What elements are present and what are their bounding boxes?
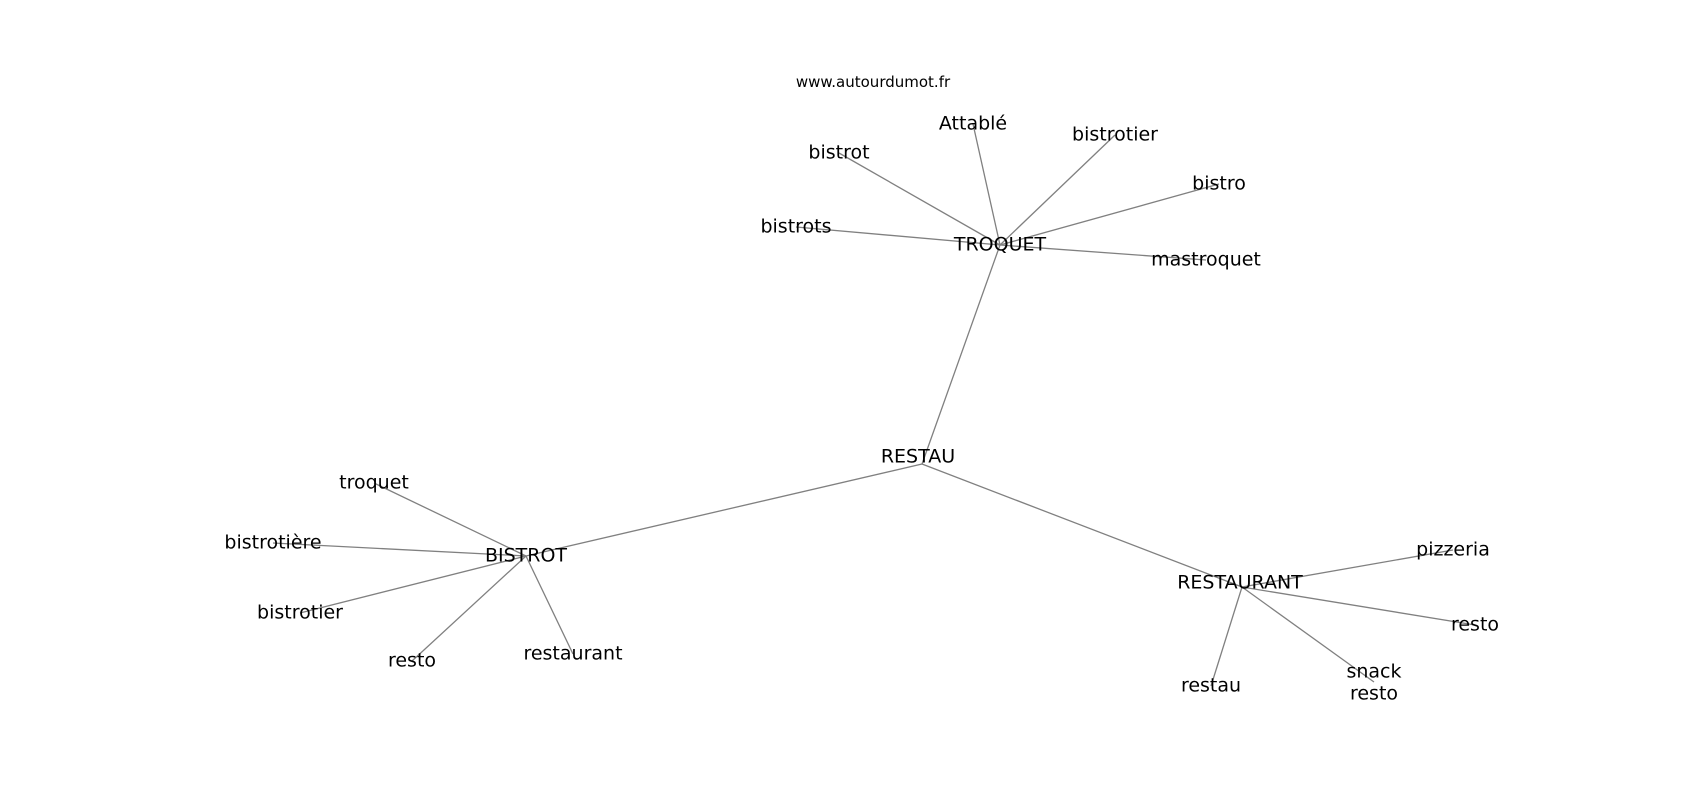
graph-labels: RESTAU TROQUET BISTROT RESTAURANT Attablé bis… xyxy=(224,113,1499,705)
node-label-t-attable: Attablé xyxy=(939,113,1007,135)
node-label-b-bistrotiere: bistrotière xyxy=(224,532,321,554)
edge-bistrot_hub-b_troquet xyxy=(373,482,527,557)
edge-troquet_hub-t_bistro xyxy=(999,183,1220,246)
edge-troquet_hub-t_bistrot xyxy=(838,152,1001,246)
edge-restaurant_hub-r_resto xyxy=(1241,586,1476,626)
node-label-r-resto: resto xyxy=(1451,614,1499,636)
node-label-t-bistrots: bistrots xyxy=(760,216,831,238)
node-label-t-bistrot: bistrot xyxy=(808,142,869,164)
node-label-r-restau: restau xyxy=(1181,675,1241,697)
graph-edges xyxy=(272,123,1476,687)
edge-restaurant_hub-r_restau xyxy=(1210,586,1243,687)
edge-restau_center-troquet_hub xyxy=(921,244,1001,465)
node-label-t-bistrotier: bistrotier xyxy=(1072,124,1158,146)
edge-troquet_hub-t_attable xyxy=(972,123,1001,246)
node-label-b-resto: resto xyxy=(388,650,436,672)
node-label-troquet-hub: TROQUET xyxy=(953,234,1047,256)
node-label-restaurant-hub: RESTAURANT xyxy=(1177,572,1303,594)
node-label-t-bistro: bistro xyxy=(1192,173,1246,195)
node-label-b-restaurant: restaurant xyxy=(523,643,622,665)
node-label-b-troquet: troquet xyxy=(339,472,409,494)
edge-restau_center-bistrot_hub xyxy=(525,463,923,557)
node-label-restau-center: RESTAU xyxy=(881,446,955,468)
edge-bistrot_hub-b_resto xyxy=(411,555,527,662)
node-label-t-mastroquet: mastroquet xyxy=(1151,249,1261,271)
edge-bistrot_hub-b_bistrotiere xyxy=(272,542,527,557)
node-label-r-pizzeria: pizzeria xyxy=(1416,539,1490,561)
edge-troquet_hub-t_mastroquet xyxy=(999,244,1207,261)
edge-restaurant_hub-r_snack xyxy=(1241,586,1375,683)
node-label-b-bistrotier: bistrotier xyxy=(257,602,343,624)
edge-restaurant_hub-r_pizzeria xyxy=(1241,549,1454,588)
node-label-bistrot-hub: BISTROT xyxy=(485,545,567,567)
edge-bistrot_hub-b_bistrotier xyxy=(299,555,527,614)
edge-troquet_hub-t_bistrotier xyxy=(999,134,1116,246)
watermark-text: www.autourdumot.fr xyxy=(796,73,951,91)
edge-bistrot_hub-b_restaurant xyxy=(525,555,574,655)
edge-troquet_hub-t_bistrots xyxy=(795,226,1001,246)
edge-restau_center-restaurant_hub xyxy=(921,463,1243,588)
